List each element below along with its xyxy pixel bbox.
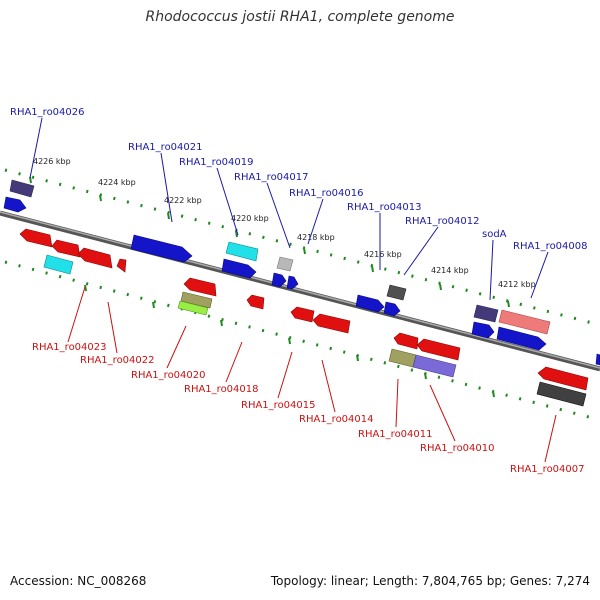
gene-reverse[interactable]: [51, 239, 81, 258]
gene-ro04020[interactable]: [183, 277, 217, 297]
gene-ro04011[interactable]: [388, 348, 417, 368]
gene-label-ro04018[interactable]: RHA1_ro04018: [184, 384, 259, 395]
gene-ro04026[interactable]: [9, 179, 35, 198]
gene-ro04014[interactable]: [312, 313, 351, 334]
gene-reverse[interactable]: [43, 254, 74, 275]
accession-label: Accession: NC_008268: [10, 574, 147, 588]
gene-reverse[interactable]: [393, 332, 419, 350]
gene-reverse[interactable]: [536, 381, 587, 407]
gene-forward-edge[interactable]: [595, 353, 600, 366]
gene-label-ro04012[interactable]: RHA1_ro04012: [405, 216, 480, 227]
gene-label-ro04020[interactable]: RHA1_ro04020: [131, 370, 206, 381]
gene-ro04007[interactable]: [537, 366, 589, 391]
kbp-label: 4222 kbp: [164, 196, 202, 205]
gene-ro04015[interactable]: [290, 306, 315, 323]
gene-forward[interactable]: [271, 272, 287, 288]
gene-label-ro04016[interactable]: RHA1_ro04016: [289, 188, 364, 199]
gene-forward[interactable]: [221, 258, 257, 279]
gene-label-ro04011[interactable]: RHA1_ro04011: [358, 429, 433, 440]
kbp-label: 4216 kbp: [364, 250, 402, 259]
gene-reverse[interactable]: [116, 258, 127, 273]
reverse-strand-features: [19, 228, 600, 407]
gene-sodA[interactable]: [473, 304, 499, 323]
gene-forward[interactable]: [386, 284, 407, 301]
kbp-label: 4214 kbp: [431, 266, 469, 275]
kbp-label: 4212 kbp: [498, 280, 536, 289]
gene-reverse[interactable]: [412, 354, 457, 378]
kbp-label: 4220 kbp: [231, 214, 269, 223]
gene-forward[interactable]: [496, 326, 547, 351]
forward-strand-features: [3, 179, 551, 351]
gene-label-ro04023[interactable]: RHA1_ro04023: [32, 342, 107, 353]
gene-ro04008[interactable]: [498, 309, 551, 335]
gene-forward[interactable]: [471, 321, 495, 339]
gene-ro04022[interactable]: [77, 247, 113, 269]
gene-ro04023[interactable]: [19, 228, 53, 248]
reverse-leader-lines: [67, 286, 557, 463]
kbp-ticks: [29, 176, 510, 398]
gene-label-ro04007[interactable]: RHA1_ro04007: [510, 464, 585, 475]
gene-ro04018[interactable]: [246, 294, 265, 310]
kbp-label: 4218 kbp: [297, 233, 335, 242]
genome-summary: Topology: linear; Length: 7,804,765 bp; …: [270, 574, 590, 588]
genome-title: Rhodococcus jostii RHA1, complete genome: [145, 9, 455, 25]
gene-forward[interactable]: [130, 234, 193, 263]
gene-reverse[interactable]: [180, 291, 213, 309]
gene-forward[interactable]: [355, 294, 385, 313]
gene-forward[interactable]: [3, 196, 27, 213]
gene-label-ro04017[interactable]: RHA1_ro04017: [234, 172, 309, 183]
gene-label-ro04019[interactable]: RHA1_ro04019: [179, 157, 254, 168]
gene-label-ro04026[interactable]: RHA1_ro04026: [10, 107, 85, 118]
gene-label-ro04021[interactable]: RHA1_ro04021: [128, 142, 203, 153]
gene-forward[interactable]: [383, 301, 401, 317]
gene-label-ro04022[interactable]: RHA1_ro04022: [80, 355, 155, 366]
gene-forward[interactable]: [276, 256, 294, 272]
gene-label-ro04015[interactable]: RHA1_ro04015: [241, 400, 316, 411]
kbp-label: 4224 kbp: [98, 178, 136, 187]
gene-forward[interactable]: [225, 241, 259, 262]
gene-label-ro04013[interactable]: RHA1_ro04013: [347, 202, 422, 213]
kbp-label: 4226 kbp: [33, 157, 71, 166]
gene-label-ro04008[interactable]: RHA1_ro04008: [513, 241, 588, 252]
forward-leader-lines: [29, 117, 549, 301]
genome-backbone-highlight: [0, 211, 600, 369]
gene-forward[interactable]: [286, 275, 299, 290]
genome-backbone: [0, 210, 600, 372]
gene-label-ro04010[interactable]: RHA1_ro04010: [420, 443, 495, 454]
gene-label-ro04014[interactable]: RHA1_ro04014: [299, 414, 374, 425]
gene-ro04010[interactable]: [416, 338, 461, 361]
gene-label-sodA[interactable]: sodA: [482, 229, 507, 240]
gene-reverse[interactable]: [177, 300, 209, 316]
